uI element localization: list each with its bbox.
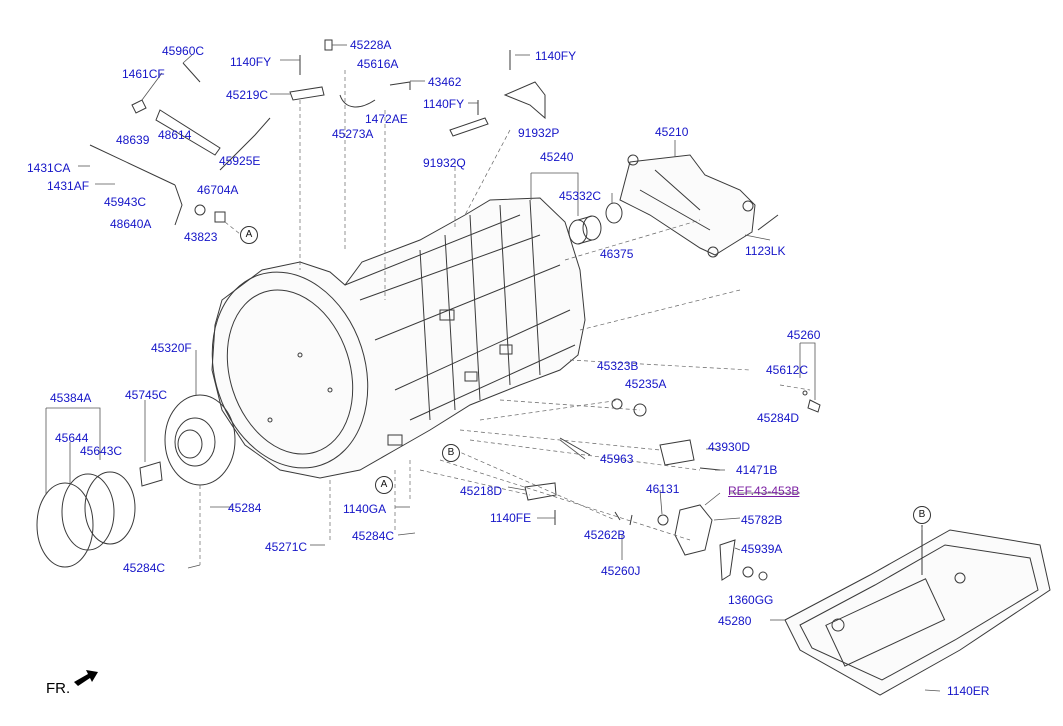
part-label-45235a[interactable]: 45235A <box>625 377 667 391</box>
leader-lines <box>45 44 941 692</box>
shift-lever-parts <box>89 62 271 226</box>
part-label-48640a[interactable]: 48640A <box>110 217 152 231</box>
view-marker-a: A <box>240 226 258 244</box>
converter-seal-ring <box>164 394 236 486</box>
oil-seal <box>605 202 623 224</box>
part-label-45228a[interactable]: 45228A <box>350 38 392 52</box>
oil-pan <box>784 525 1051 696</box>
part-label-45332c[interactable]: 45332C <box>559 189 602 203</box>
reference-link[interactable]: REF.43-453B <box>728 484 800 498</box>
part-label-45943c[interactable]: 45943C <box>104 195 147 209</box>
part-label-45782b[interactable]: 45782B <box>741 513 783 527</box>
part-label-45939a[interactable]: 45939A <box>741 542 783 556</box>
part-label-91932q[interactable]: 91932Q <box>423 156 466 170</box>
view-marker-b: B <box>442 444 460 462</box>
top-hardware <box>289 39 546 137</box>
transmission-case <box>211 197 586 479</box>
part-label-45262b[interactable]: 45262B <box>584 528 626 542</box>
part-label-45271c[interactable]: 45271C <box>265 540 308 554</box>
bolt <box>757 214 779 231</box>
part-label-48614[interactable]: 48614 <box>158 128 192 142</box>
part-label-1140fy-c[interactable]: 1140FY <box>423 97 465 111</box>
part-label-41471b[interactable]: 41471B <box>736 463 778 477</box>
part-label-1123lk[interactable]: 1123LK <box>745 244 786 258</box>
part-label-45284c-a[interactable]: 45284C <box>123 561 166 575</box>
part-label-45260[interactable]: 45260 <box>787 328 821 342</box>
part-label-45218d[interactable]: 45218D <box>460 484 503 498</box>
part-label-45963[interactable]: 45963 <box>600 452 634 466</box>
part-label-43930d[interactable]: 43930D <box>708 440 751 454</box>
part-label-46704a[interactable]: 46704A <box>197 183 239 197</box>
part-label-45210[interactable]: 45210 <box>655 125 689 139</box>
part-label-45219c[interactable]: 45219C <box>226 88 269 102</box>
part-label-43462[interactable]: 43462 <box>428 75 462 89</box>
part-label-46375[interactable]: 46375 <box>600 247 634 261</box>
part-label-45745c[interactable]: 45745C <box>125 388 168 402</box>
part-label-45644[interactable]: 45644 <box>55 431 89 445</box>
part-label-45925e[interactable]: 45925E <box>219 154 261 168</box>
part-label-1472ae[interactable]: 1472AE <box>365 112 408 126</box>
part-label-45320f[interactable]: 45320F <box>151 341 192 355</box>
part-label-45612c[interactable]: 45612C <box>766 363 809 377</box>
part-label-1140fy-b[interactable]: 1140FY <box>535 49 577 63</box>
part-label-45384a[interactable]: 45384A <box>50 391 92 405</box>
front-orientation-label: FR. <box>46 680 71 697</box>
part-label-91932p[interactable]: 91932P <box>518 126 560 140</box>
front-arrow-icon <box>74 670 98 686</box>
part-label-48639[interactable]: 48639 <box>116 133 150 147</box>
part-label-1140ga[interactable]: 1140GA <box>343 502 387 516</box>
part-label-45643c[interactable]: 45643C <box>80 444 123 458</box>
view-marker-a-lower: A <box>375 476 393 494</box>
part-label-1140er[interactable]: 1140ER <box>947 684 990 698</box>
sleeve <box>568 215 602 245</box>
part-label-46131[interactable]: 46131 <box>646 482 680 496</box>
part-label-1140fy-a[interactable]: 1140FY <box>230 55 272 69</box>
mount-bracket <box>619 154 756 258</box>
part-label-45323b[interactable]: 45323B <box>597 359 639 373</box>
part-label-45284[interactable]: 45284 <box>228 501 262 515</box>
part-label-1140fe[interactable]: 1140FE <box>490 511 532 525</box>
dashed-links <box>199 70 923 565</box>
part-label-45240[interactable]: 45240 <box>540 150 574 164</box>
part-label-43823[interactable]: 43823 <box>184 230 218 244</box>
part-label-1431af[interactable]: 1431AF <box>47 179 90 193</box>
part-label-45284c-b[interactable]: 45284C <box>352 529 395 543</box>
part-label-45260j[interactable]: 45260J <box>601 564 641 578</box>
o-ring-set <box>36 471 136 568</box>
part-label-1461cf[interactable]: 1461CF <box>122 67 165 81</box>
part-label-45960c[interactable]: 45960C <box>162 44 205 58</box>
part-label-1360gg[interactable]: 1360GG <box>728 593 774 607</box>
part-label-45273a[interactable]: 45273A <box>332 127 374 141</box>
part-label-1431ca[interactable]: 1431CA <box>27 161 71 175</box>
view-marker-b-pan: B <box>913 506 931 524</box>
part-label-45616a[interactable]: 45616A <box>357 57 399 71</box>
bushing <box>139 461 163 487</box>
part-label-45280[interactable]: 45280 <box>718 614 752 628</box>
part-label-45284d[interactable]: 45284D <box>757 411 800 425</box>
